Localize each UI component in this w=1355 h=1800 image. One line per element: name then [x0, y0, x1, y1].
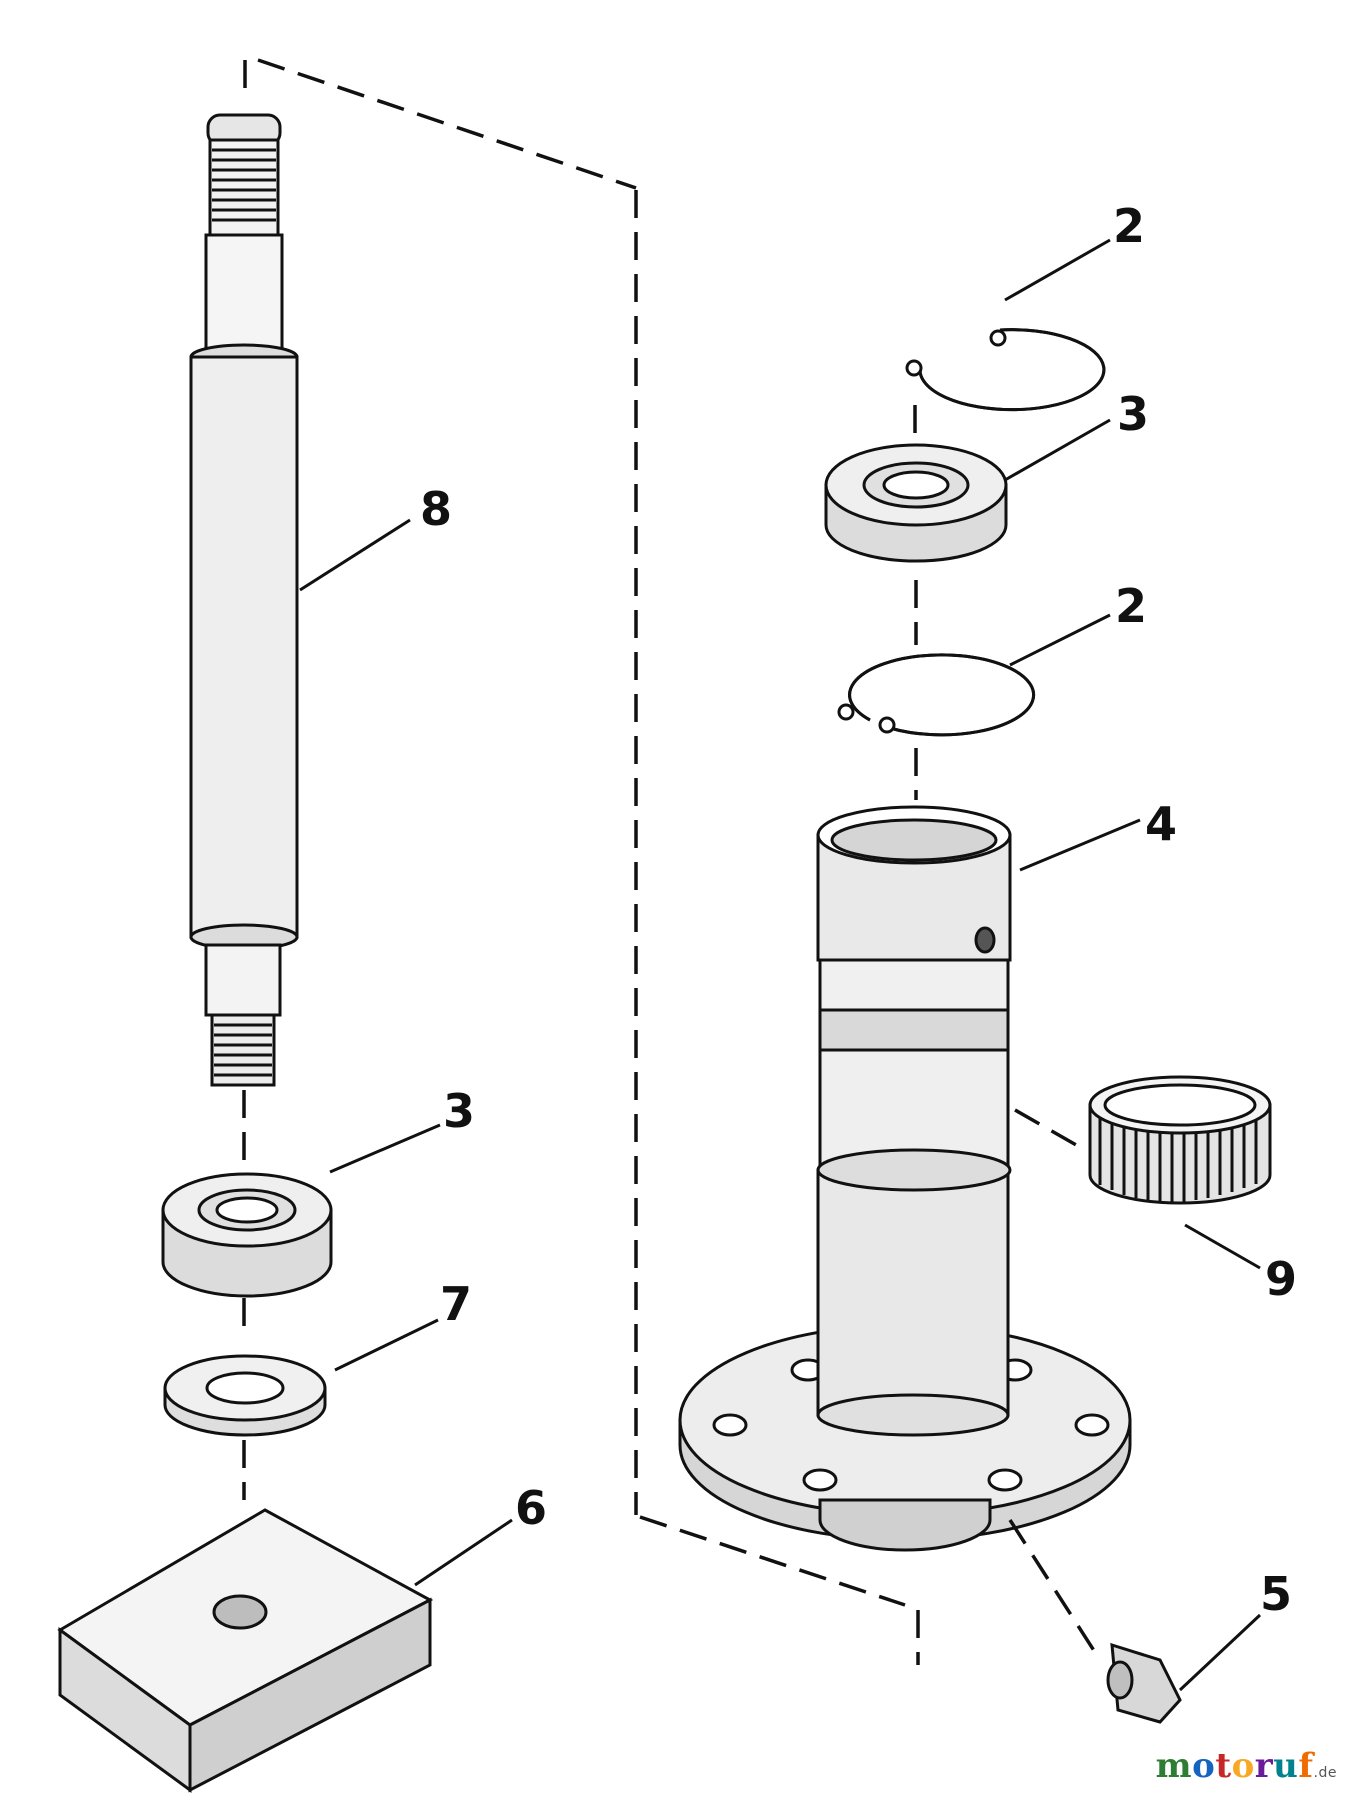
watermark-letter: o: [1192, 1746, 1216, 1786]
callout-3-left: 3: [443, 1084, 475, 1138]
retaining-ring-lower: [837, 653, 1036, 737]
watermark-letter: r: [1254, 1746, 1274, 1786]
grease-fitting: [1106, 1642, 1182, 1724]
leader-lines: [299, 238, 1262, 1692]
rectangular-block: [57, 1508, 434, 1793]
spindle-shaft: [189, 113, 299, 1087]
callout-2-lower: 2: [1115, 579, 1147, 633]
callout-5: 5: [1260, 1567, 1292, 1621]
spacer-washer: [163, 1354, 327, 1437]
callout-7: 7: [440, 1277, 472, 1331]
watermark-letter: o: [1231, 1746, 1255, 1786]
callout-6: 6: [515, 1481, 547, 1535]
watermark-letter: u: [1273, 1746, 1299, 1786]
watermark-letters: motoruf: [1156, 1746, 1314, 1786]
watermark-letter: m: [1155, 1746, 1193, 1786]
watermark-letter: f: [1298, 1746, 1314, 1786]
watermark-logo: motoruf.de: [1156, 1746, 1337, 1786]
callout-3-right: 3: [1117, 387, 1149, 441]
assembly-group-bracket: [243, 58, 920, 1665]
watermark-letter: t: [1215, 1746, 1232, 1786]
retaining-ring-top: [905, 328, 1106, 412]
needle-bearing: [1088, 1075, 1272, 1205]
spindle-housing: [678, 805, 1132, 1552]
callout-4: 4: [1145, 797, 1177, 851]
watermark-tld: .de: [1313, 1765, 1337, 1781]
bearing-right: [824, 443, 1008, 563]
callout-2-top: 2: [1113, 199, 1145, 253]
bearing-left: [161, 1172, 333, 1298]
callout-labels: 8 3 7 6 2 3 2 4 9 5: [420, 199, 1297, 1621]
callout-9: 9: [1265, 1252, 1297, 1306]
callout-8: 8: [420, 482, 452, 536]
